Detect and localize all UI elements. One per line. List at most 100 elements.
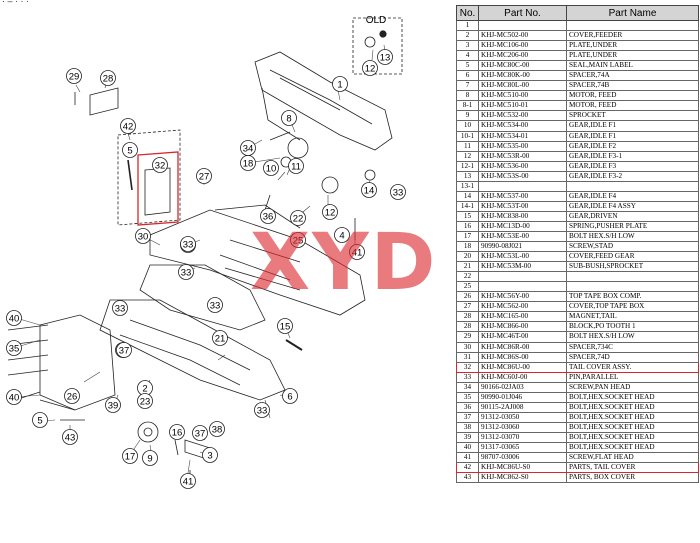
callout-circle — [112, 300, 128, 316]
row-part-name: BOLT,HEX.SOCKET HEAD — [566, 421, 699, 433]
row-no: 32 — [456, 361, 479, 373]
callout-number: 32 — [155, 160, 166, 171]
old-pin-part — [379, 30, 387, 38]
row-part-no: KHJ-MC53E-00 — [478, 230, 567, 243]
table-row: 22 — [456, 271, 699, 283]
row-no: 15 — [456, 210, 479, 222]
row-part-name: GEAR,IDLE F4 — [566, 190, 699, 202]
row-part-name: SCREW,PAN HEAD — [566, 381, 699, 393]
callout-circle — [263, 160, 279, 176]
tail-cover-highlight-box — [137, 151, 179, 226]
row-no: 3 — [456, 40, 479, 52]
row-no: 12-1 — [456, 160, 479, 172]
row-no: 18 — [456, 241, 479, 253]
callout-circle — [196, 168, 212, 184]
callout-36: 36 — [260, 208, 276, 224]
row-part-name: MOTOR, FEED — [566, 100, 699, 112]
callout-number: 26 — [67, 391, 78, 402]
callout-number: 5 — [127, 145, 132, 156]
row-part-name: COVER,TOP TAPE BOX — [566, 301, 699, 313]
callout-number: 43 — [65, 432, 76, 443]
row-part-name: GEAR,IDLE F3-1 — [566, 150, 699, 162]
callout-22: 22 — [290, 210, 306, 226]
row-part-no: KHJ-MC510-00 — [478, 90, 567, 102]
feeder-rail-details — [261, 69, 373, 141]
row-part-no — [478, 180, 567, 192]
row-no: 10 — [456, 120, 479, 132]
callout-39: 39 — [105, 397, 121, 413]
row-part-name — [566, 180, 699, 192]
row-part-no: KHJ-MC562-00 — [478, 301, 567, 313]
gear-12 — [321, 176, 339, 194]
callout-number: 25 — [293, 235, 304, 246]
callout-circle — [152, 157, 168, 173]
row-no: 1 — [456, 19, 479, 32]
row-part-name: GEAR,IDLE F1 — [566, 120, 699, 132]
row-part-no: KHJ-MC535-00 — [478, 140, 567, 152]
callout-32: 32 — [152, 157, 168, 173]
callout-5: 5 — [122, 142, 138, 158]
row-no: 13 — [456, 170, 479, 182]
row-part-no: 91312-03050 — [478, 411, 567, 423]
old-inset-box — [352, 17, 403, 75]
row-part-name: TOP TAPE BOX COMP. — [566, 291, 699, 303]
callout-4: 4 — [334, 227, 350, 243]
row-no: 25 — [456, 281, 479, 293]
callout-circle — [332, 76, 348, 92]
callout-34: 34 — [240, 140, 256, 156]
callout-circle — [137, 393, 153, 409]
callout-25: 25 — [290, 232, 306, 248]
callout-number: 33 — [257, 405, 268, 416]
callout-6: 6 — [282, 388, 298, 404]
row-part-name: GEAR,DRIVEN — [566, 210, 699, 222]
row-part-name: BOLT HEX.S/H LOW — [566, 230, 699, 243]
callout-number: 6 — [287, 391, 292, 402]
row-part-name: BOLT HEX.S/H LOW — [566, 331, 699, 343]
row-no: 7 — [456, 80, 479, 92]
row-part-name: MAGNET,TAIL — [566, 311, 699, 323]
callout-number: 21 — [215, 333, 226, 344]
row-part-name: GEAR,IDLE F3-2 — [566, 170, 699, 182]
callout-number: 39 — [108, 400, 119, 411]
row-no: 8 — [456, 90, 479, 102]
callout-33: 33 — [180, 236, 196, 252]
row-part-no: KHJ-MC838-00 — [478, 210, 567, 222]
callout-12: 12 — [362, 60, 378, 76]
row-part-name: BOLT,HEX.SOCKET HEAD — [566, 391, 699, 403]
callout-circle — [281, 110, 297, 126]
row-part-no: KHJ-MC165-00 — [478, 311, 567, 323]
parts-table-header: No. Part No. Part Name — [456, 5, 699, 21]
callout-number: 33 — [393, 187, 404, 198]
callout-23: 23 — [137, 393, 153, 409]
row-part-name: SEAL,MAIN LABEL — [566, 60, 699, 72]
callout-circle — [62, 429, 78, 445]
row-part-no: KHJ-MC534-00 — [478, 120, 567, 132]
callout-circle — [254, 402, 270, 418]
callout-circle — [361, 182, 377, 198]
callout-circle — [240, 140, 256, 156]
tail-spring-part — [127, 159, 133, 191]
row-part-no: 90990-01J046 — [478, 391, 567, 403]
callout-33: 33 — [207, 297, 223, 313]
row-part-no: KHJ-MC106-00 — [478, 40, 567, 52]
callout-number: 28 — [103, 73, 114, 84]
callout-43: 43 — [62, 429, 78, 445]
row-part-no: 91317-03065 — [478, 441, 567, 454]
callout-number: 33 — [210, 300, 221, 311]
row-no: 22 — [456, 271, 479, 283]
callout-number: 10 — [266, 163, 277, 174]
